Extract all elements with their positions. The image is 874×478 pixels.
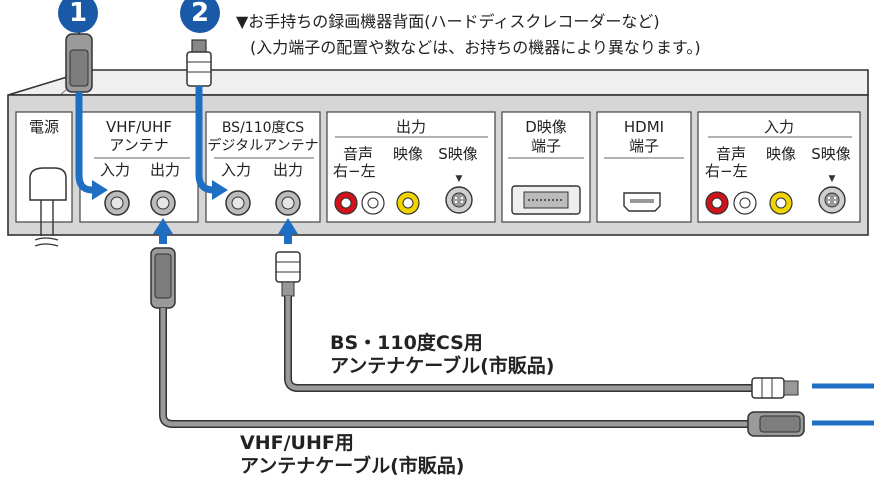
vhf-title-1: VHF/UHF [105,118,173,136]
vhf-cable-caption-line-1: VHF/UHF用 [240,432,354,454]
cable-2-bs-in [186,39,228,200]
output-audio-label: 音声 [342,145,374,163]
bs-in-label: 入力 [220,161,252,179]
device-top [7,69,869,96]
power-section [15,111,73,223]
header-line-2: (入力端子の配置や数などは、お持ちの機器により異なります。) [250,38,701,57]
input-video-label: 映像 [765,145,797,163]
output-svideo-jack-icon: ▼ [445,174,473,214]
vhf-title-2: アンテナ [109,136,169,154]
bs-cable-caption-line-1: BS・110度CS用 [330,332,483,354]
input-audio-label: 音声 [715,145,747,163]
step-1-badge: 1 [58,0,98,33]
vhf-cable [150,218,874,437]
output-audio-left-jack-icon [361,191,385,215]
hdmi-title-1: HDMI [623,118,665,136]
bs-cable-caption-line-2: アンテナケーブル(市販品) [330,354,555,377]
vhf-out-label: 出力 [149,161,181,179]
input-title: 入力 [763,118,795,136]
input-svideo-label: S映像 [811,145,851,163]
bs-cable-caption: BS・110度CS用 アンテナケーブル(市販品) [330,332,554,378]
input-svideo-jack-icon: ▼ [818,174,846,214]
vhf-in-label: 入力 [99,161,131,179]
bs-title-1: BS/110度CS [221,120,305,136]
cable-1-vhf-in [65,0,108,200]
hdmi-port-icon [623,192,661,212]
vhf-out-jack-icon [150,190,176,216]
output-svideo-label: S映像 [438,145,478,163]
d-video-title-1: D映像 [525,118,567,136]
vhf-cable-caption: VHF/UHF用 アンテナケーブル(市販品) [240,432,464,478]
d-video-title-2: 端子 [530,137,562,155]
header-line-1: ▼お手持ちの録画機器背面(ハードディスクレコーダーなど) [236,12,660,31]
vhf-in-jack-icon [104,190,130,216]
bs-out-jack-icon [275,190,301,216]
step-2-badge: 2 [180,0,220,33]
power-label: 電源 [28,118,60,136]
bs-title-2: デジタルアンテナ [207,138,319,154]
input-rl-label: 右−左 [705,162,748,180]
svg-text:▼: ▼ [456,174,463,184]
input-audio-left-jack-icon [733,191,757,215]
input-video-jack-icon [769,191,793,215]
power-socket-icon [29,167,67,247]
output-rl-label: 右−左 [333,162,376,180]
svg-text:▼: ▼ [829,174,836,184]
output-video-jack-icon [396,191,420,215]
hdmi-title-2: 端子 [628,137,660,155]
vhf-section [79,111,199,223]
input-audio-right-jack-icon [705,191,729,215]
bs-in-jack-icon [225,190,251,216]
bs-section [205,111,321,223]
d-video-port-icon [511,185,581,215]
output-video-label: 映像 [392,145,424,163]
vhf-cable-caption-line-2: アンテナケーブル(市販品) [240,454,465,477]
output-audio-right-jack-icon [334,191,358,215]
output-title: 出力 [395,118,427,136]
bs-out-label: 出力 [272,161,304,179]
bs-cable [275,218,874,399]
